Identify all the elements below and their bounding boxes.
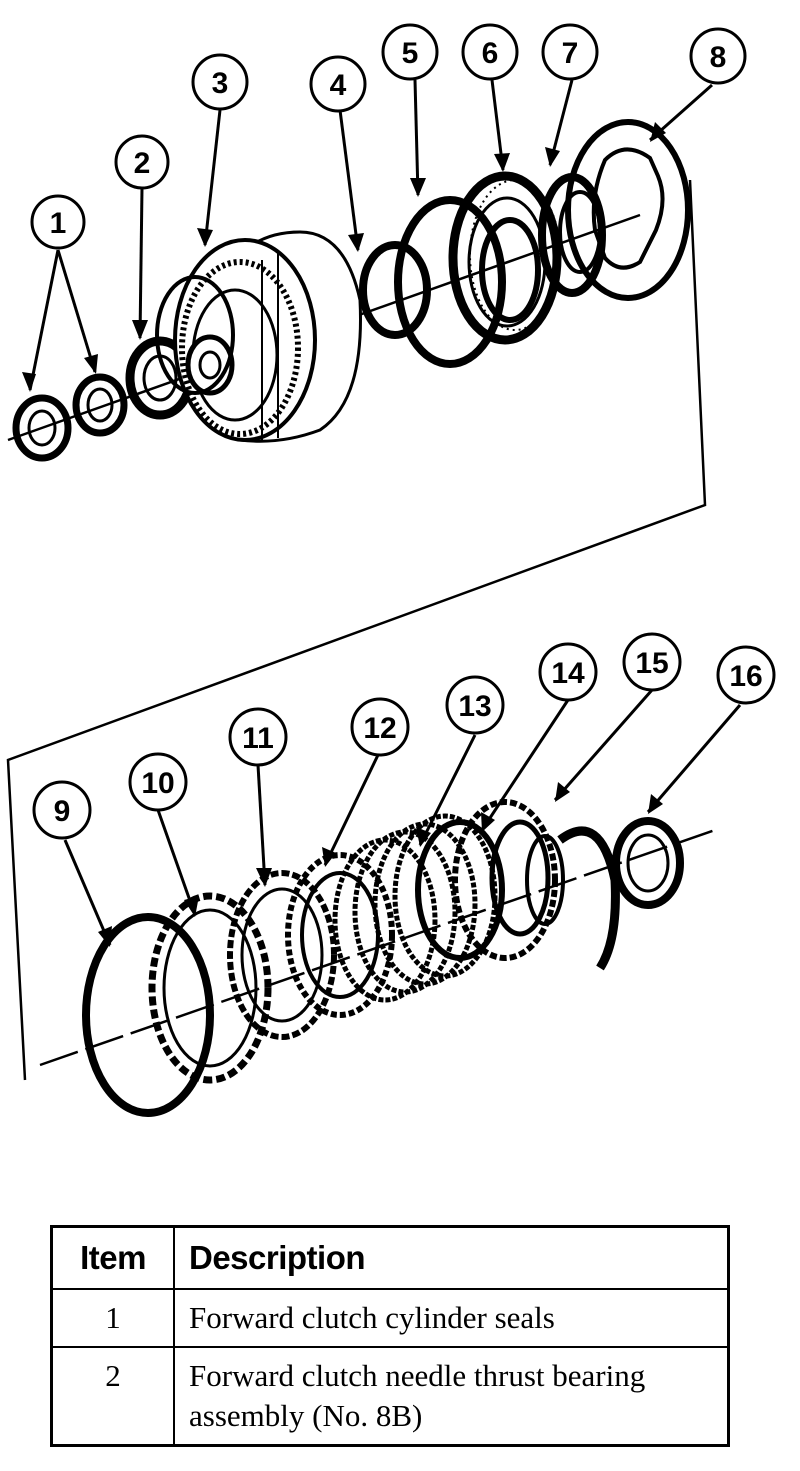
leader-lines — [28, 79, 742, 946]
table-row: 2 Forward clutch needle thrust bearing a… — [50, 1346, 730, 1447]
leader-arrowheads — [22, 122, 666, 947]
callout-9: 9 — [32, 780, 92, 840]
callout-5: 5 — [381, 23, 439, 81]
assembly-plane-outline — [6, 179, 707, 1081]
svg-text:7: 7 — [562, 37, 579, 70]
part-15-snap-ring — [557, 826, 620, 971]
part-3-clutch-cylinder — [155, 230, 362, 443]
part-4-seal-ring — [359, 241, 431, 339]
callout-6: 6 — [461, 23, 519, 81]
table-row: 1 Forward clutch cylinder seals — [50, 1288, 730, 1348]
svg-text:3: 3 — [212, 67, 229, 100]
part-14-plate — [452, 799, 565, 961]
svg-text:6: 6 — [482, 37, 499, 70]
callout-12: 12 — [350, 697, 410, 757]
callout-13: 13 — [445, 675, 505, 735]
table-header-row: Item Description — [50, 1225, 730, 1290]
callout-14: 14 — [538, 642, 598, 702]
callout-16: 16 — [716, 645, 776, 705]
part-10-pressure-plate — [148, 892, 272, 1084]
row-description: Forward clutch needle thrust bearing ass… — [173, 1346, 730, 1447]
part-8-spring-retainer — [565, 119, 691, 301]
callout-10: 10 — [128, 752, 188, 812]
exploded-view-diagram: 1 2 3 4 5 6 7 8 9 10 11 12 — [6, 23, 776, 1117]
row-item-number: 1 — [50, 1288, 175, 1348]
callout-7: 7 — [541, 23, 599, 81]
part-16-thrust-washer — [612, 817, 684, 909]
svg-text:12: 12 — [363, 712, 396, 745]
callout-1: 1 — [30, 194, 86, 250]
row-item-number: 2 — [50, 1346, 175, 1447]
svg-text:4: 4 — [330, 69, 347, 102]
row-description: Forward clutch cylinder seals — [173, 1288, 730, 1348]
svg-text:16: 16 — [729, 660, 762, 693]
svg-text:14: 14 — [551, 657, 585, 690]
svg-text:9: 9 — [54, 795, 71, 828]
svg-text:8: 8 — [710, 41, 727, 74]
header-description: Description — [173, 1225, 730, 1290]
part-9-snap-ring — [82, 913, 214, 1117]
part-6-piston — [448, 171, 562, 345]
callout-4: 4 — [309, 55, 367, 113]
svg-text:11: 11 — [242, 722, 274, 755]
part-13-clutch-pack — [332, 813, 505, 1003]
svg-text:1: 1 — [50, 207, 67, 240]
callout-3: 3 — [191, 53, 249, 111]
callout-8: 8 — [689, 27, 747, 85]
svg-text:10: 10 — [141, 767, 174, 800]
part-11-clutch-plate — [227, 870, 337, 1040]
svg-text:13: 13 — [458, 690, 491, 723]
parts-table: Item Description 1 Forward clutch cylind… — [50, 1225, 730, 1447]
part-1-cylinder-seals — [12, 373, 128, 462]
callout-11: 11 — [228, 707, 288, 767]
part-5-seal-ring — [394, 196, 506, 368]
svg-text:2: 2 — [134, 147, 151, 180]
svg-text:15: 15 — [635, 647, 668, 680]
svg-text:5: 5 — [402, 37, 419, 70]
callout-15: 15 — [622, 632, 682, 692]
header-item: Item — [50, 1225, 175, 1290]
callout-2: 2 — [114, 134, 170, 190]
